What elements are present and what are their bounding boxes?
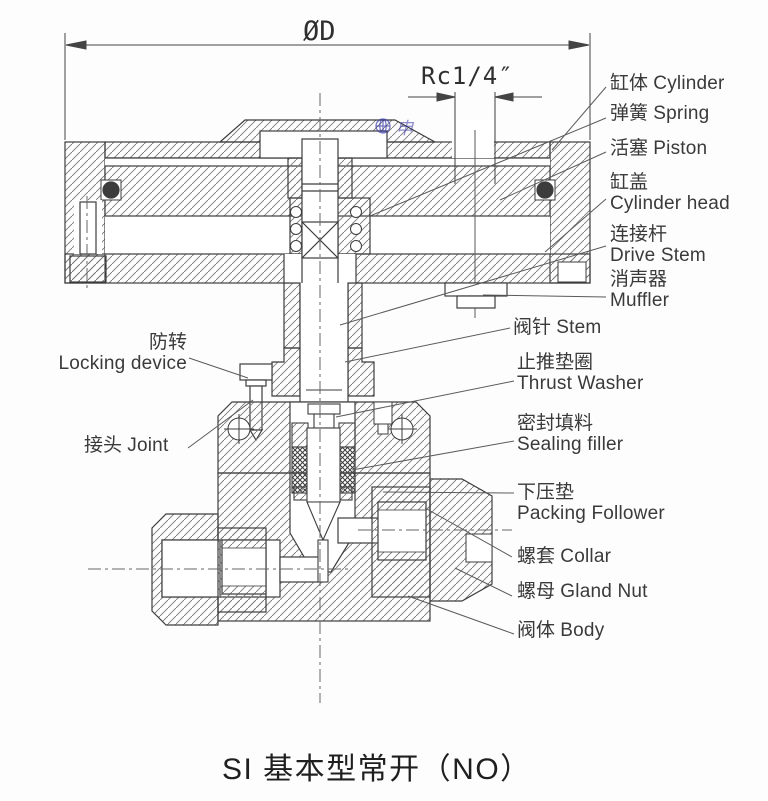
label-piston: 活塞 Piston — [610, 138, 708, 159]
sealing-filler-left — [291, 446, 309, 494]
diagram-caption: SI 基本型常开（NO） — [222, 753, 532, 786]
label-collar: 螺套 Collar — [517, 546, 612, 567]
label-cylinder: 缸体 Cylinder — [610, 73, 725, 94]
right-gland-nut — [429, 478, 493, 602]
dimension-od — [64, 33, 591, 140]
thrust-washer-shape — [307, 403, 341, 415]
packing-and-needle — [291, 403, 356, 583]
stem-tube — [271, 282, 375, 402]
leader-lines — [187, 86, 607, 635]
label-stem: 阀针 Stem — [513, 317, 602, 338]
tie-bolt-shaft — [79, 201, 97, 255]
label-gland-nut: 螺母 Gland Nut — [517, 581, 648, 602]
tie-bolt-head — [69, 255, 107, 283]
right-window — [377, 501, 427, 561]
needle-stem-shape — [306, 427, 341, 503]
dimension-rc-port — [408, 92, 542, 102]
air-port-dimension-label: Rc1/4″ — [421, 62, 514, 90]
label-joint: 接头 Joint — [84, 435, 169, 456]
bonnet-bolt-hole — [224, 414, 417, 444]
outer-diameter-dimension-label: ØD — [303, 16, 336, 47]
arrowhead-right — [568, 40, 590, 50]
o-ring-left — [102, 181, 120, 199]
muffler-step — [456, 295, 496, 309]
arrowhead-left — [65, 40, 87, 50]
centerlines — [86, 93, 512, 703]
label-spring: 弹簧 Spring — [610, 103, 710, 124]
right-connection — [371, 478, 493, 602]
air-port-bore — [452, 120, 494, 158]
spring-coils — [290, 206, 362, 252]
label-body: 阀体 Body — [517, 620, 605, 641]
watermark-globe-icon — [375, 118, 391, 134]
o-ring-right — [536, 181, 554, 199]
watermark-text: 申 — [396, 119, 413, 138]
